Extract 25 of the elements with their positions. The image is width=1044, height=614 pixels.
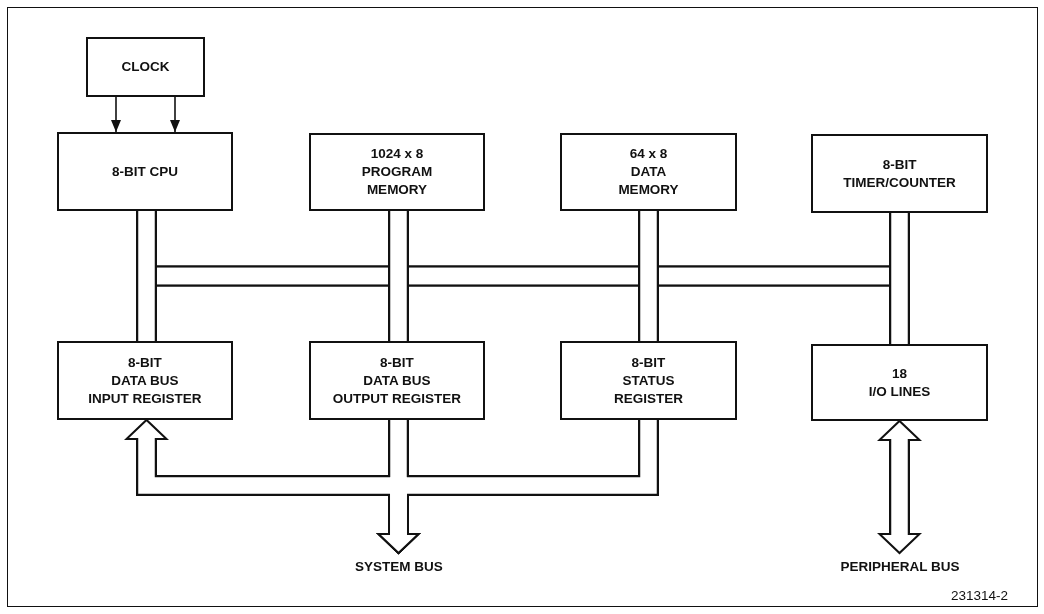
function-block bbox=[57, 132, 233, 211]
bus-label: SYSTEM BUS bbox=[330, 553, 468, 579]
function-block bbox=[811, 344, 988, 421]
block-label: 8-BIT STATUS REGISTER bbox=[614, 353, 683, 408]
block-label: 64 x 8 DATA MEMORY bbox=[618, 145, 679, 199]
block-label: 8-BIT DATA BUS INPUT REGISTER bbox=[88, 353, 202, 408]
function-block bbox=[811, 134, 988, 213]
bus-label: PERIPHERAL BUS bbox=[820, 553, 980, 579]
function-block bbox=[86, 37, 205, 97]
bus-connector bbox=[878, 420, 921, 554]
function-block bbox=[309, 341, 485, 420]
block-label: 8-BIT TIMER/COUNTER bbox=[843, 155, 956, 192]
block-label: 1024 x 8 PROGRAM MEMORY bbox=[361, 145, 433, 199]
function-block bbox=[560, 133, 737, 211]
block-label: 18 I/O LINES bbox=[868, 364, 931, 401]
block-label: 8-BIT CPU bbox=[112, 162, 178, 181]
arrow bbox=[111, 96, 121, 133]
function-block bbox=[560, 341, 737, 420]
block-label: 8-BIT DATA BUS OUTPUT REGISTER bbox=[332, 353, 462, 408]
figure-number: 231314-2 bbox=[950, 588, 1008, 603]
block-label: CLOCK bbox=[121, 58, 170, 76]
function-block bbox=[309, 133, 485, 211]
function-block bbox=[57, 341, 233, 420]
bus-connector bbox=[377, 420, 659, 554]
arrow bbox=[170, 96, 180, 133]
